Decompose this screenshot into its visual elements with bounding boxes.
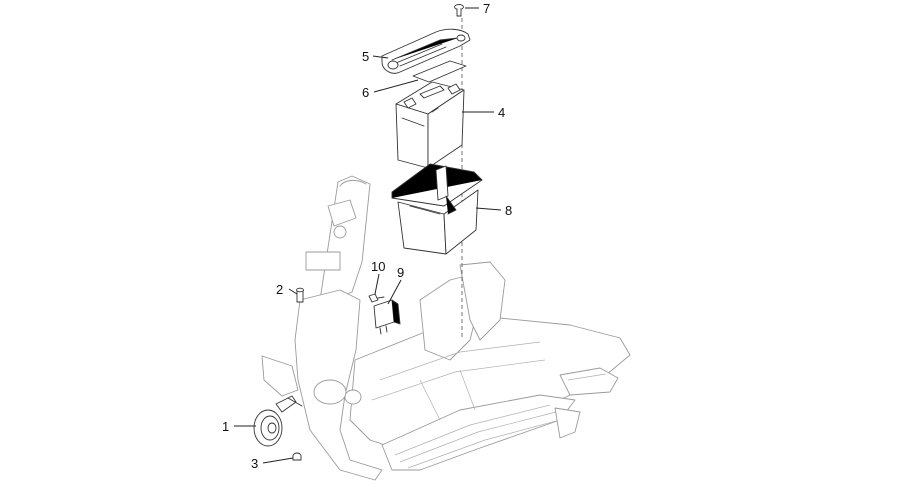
leader-9	[387, 279, 402, 305]
part-1-horn	[253, 395, 303, 447]
callout-1: 1	[222, 419, 229, 434]
part-4-battery	[395, 81, 465, 169]
callout-3: 3	[251, 456, 258, 471]
leader-6	[373, 79, 419, 93]
callout-2: 2	[276, 282, 283, 297]
part-10-screw	[368, 293, 385, 303]
callout-4: 4	[498, 105, 505, 120]
leader-10	[374, 273, 380, 295]
part-2-bolt	[296, 287, 304, 303]
part-9-relay	[373, 299, 401, 335]
leader-2	[288, 288, 298, 295]
scooter-frame	[261, 175, 631, 481]
callout-5: 5	[362, 49, 369, 64]
part-7-screw	[454, 4, 464, 17]
callout-7: 7	[483, 1, 490, 16]
callout-8: 8	[505, 203, 512, 218]
leader-lines	[234, 7, 502, 464]
callout-labels: 7 5 6 4 8 10 9 2 1 3	[222, 1, 512, 471]
part-5-retaining-strap	[381, 28, 471, 74]
part-3-nut	[292, 452, 302, 461]
callout-10: 10	[371, 259, 385, 274]
callout-9: 9	[397, 265, 404, 280]
leader-5	[372, 55, 389, 59]
part-8-battery-compartment	[391, 163, 483, 255]
leader-3	[262, 457, 294, 464]
leader-8	[475, 207, 502, 211]
callout-6: 6	[362, 85, 369, 100]
part-6-pad	[412, 60, 467, 83]
